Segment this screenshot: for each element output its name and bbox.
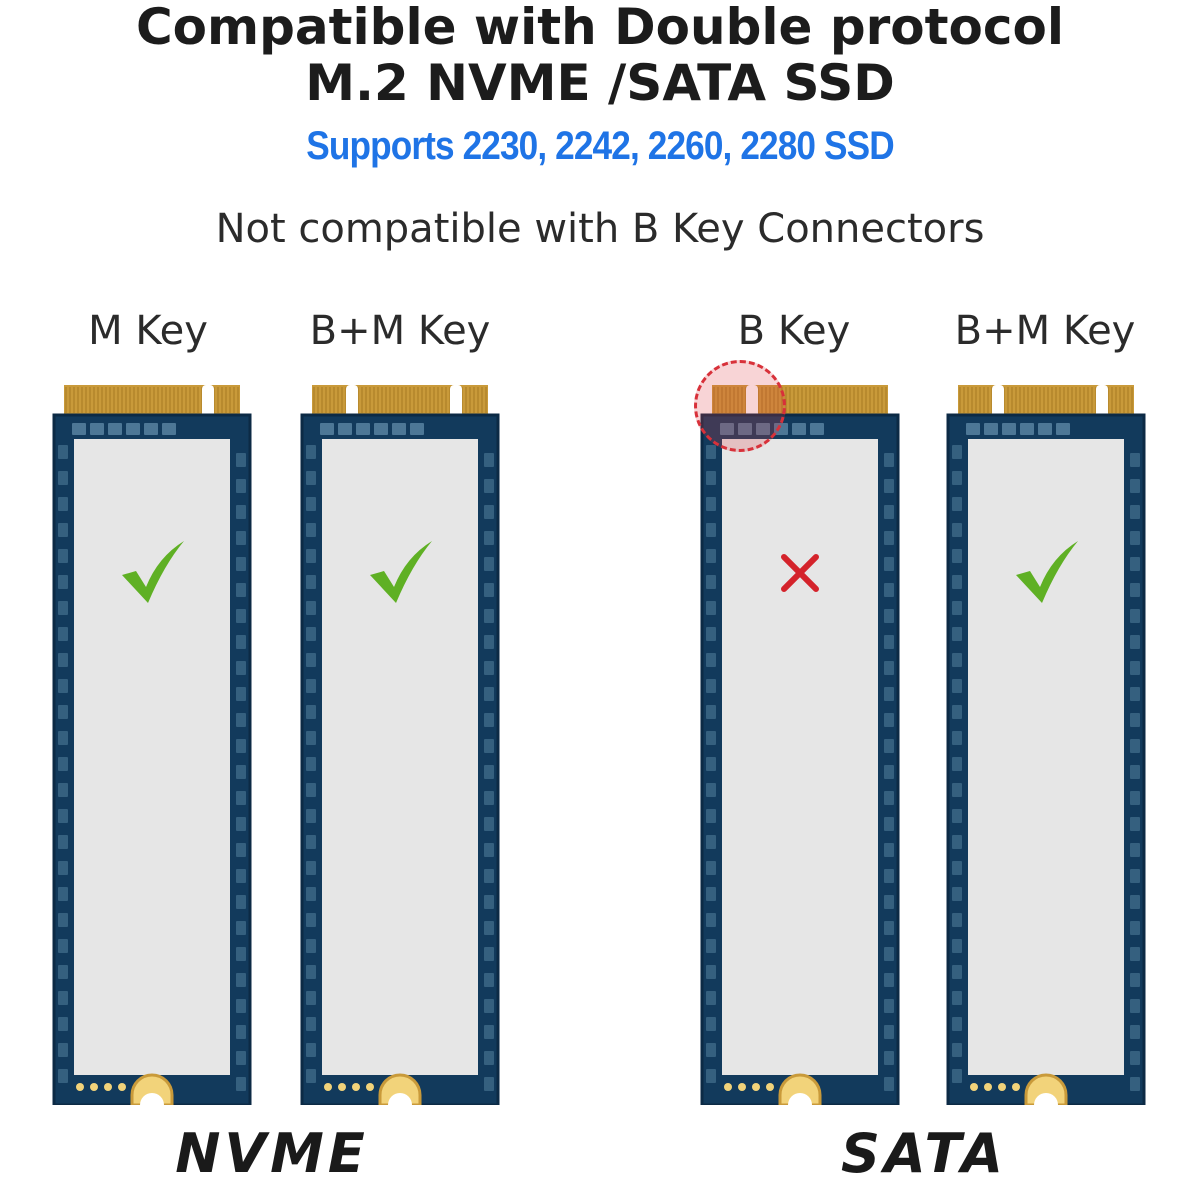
- ssd-card-bm-key-nvme: [300, 385, 500, 1105]
- ssd-board-image: [300, 385, 500, 1105]
- check-icon: [114, 535, 190, 611]
- nvme-protocol-label: NVME: [175, 1122, 369, 1185]
- ssd-board-image: [52, 385, 252, 1105]
- supported-sizes-subtitle: Supports 2230, 2242, 2260, 2280 SSD: [306, 124, 894, 168]
- ssd-board-image: [700, 385, 900, 1105]
- b-key-label: B Key: [737, 308, 851, 354]
- ssd-card-b-key: [700, 385, 900, 1105]
- sata-protocol-label: SATA: [841, 1122, 1007, 1185]
- cross-icon: [762, 535, 838, 611]
- b-key-notch-highlight: [694, 360, 786, 452]
- title-line-2: M.2 NVME /SATA SSD: [305, 54, 895, 112]
- bm-key-label-nvme: B+M Key: [309, 308, 491, 354]
- check-icon: [1008, 535, 1084, 611]
- m-key-label: M Key: [88, 308, 208, 354]
- bm-key-label-sata: B+M Key: [954, 308, 1136, 354]
- check-icon: [362, 535, 438, 611]
- ssd-card-bm-key-sata: [946, 385, 1146, 1105]
- ssd-card-m-key: [52, 385, 252, 1105]
- compatibility-note: Not compatible with B Key Connectors: [215, 206, 985, 252]
- title-line-1: Compatible with Double protocol: [135, 0, 1065, 56]
- ssd-board-image: [946, 385, 1146, 1105]
